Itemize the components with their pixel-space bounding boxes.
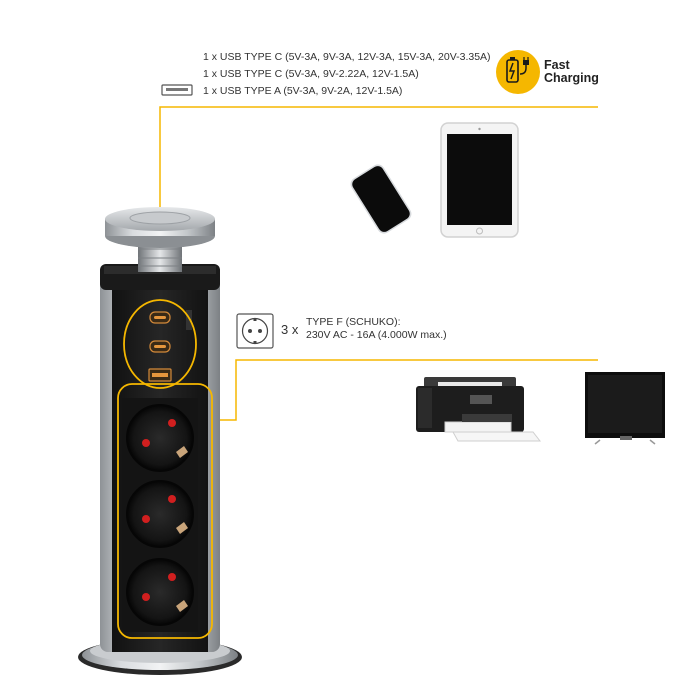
schuko-spec: TYPE F (SCHUKO): 230V AC - 16A (4.000W m…	[306, 316, 447, 342]
smartphone-image	[350, 164, 412, 234]
schuko-spec-line-2: 230V AC - 16A (4.000W max.)	[306, 329, 447, 341]
tablet-image	[440, 122, 519, 238]
schuko-socket-icon	[236, 313, 274, 349]
usb-spec-line-2: 1 x USB TYPE C (5V-3A, 9V-2.22A, 12V-1.5…	[203, 68, 419, 80]
usb-highlight-ring	[123, 299, 197, 389]
power-tower-product	[78, 207, 242, 675]
usb-spec-line-3: 1 x USB TYPE A (5V-3A, 9V-2A, 12V-1.5A)	[203, 85, 403, 97]
schuko-socket-3	[122, 550, 198, 632]
schuko-spec-line-1: TYPE F (SCHUKO):	[306, 316, 401, 328]
usb-a-port-icon	[161, 84, 193, 96]
fast-charging-line-2: Charging	[544, 71, 599, 85]
socket-callout-line	[212, 359, 598, 421]
schuko-socket-1	[122, 398, 198, 476]
fast-charging-label: Fast Charging	[544, 59, 599, 85]
usb-ports-panel	[148, 310, 192, 382]
usb-spec-line-1: 1 x USB TYPE C (5V-3A, 9V-3A, 12V-3A, 15…	[203, 51, 491, 63]
fast-charging-line-1: Fast	[544, 58, 570, 72]
schuko-socket-2	[122, 474, 198, 552]
sockets-highlight-box	[117, 383, 213, 639]
printer-image	[416, 377, 542, 442]
tv-image	[585, 372, 665, 445]
fast-charging-icon	[496, 50, 540, 94]
socket-count: 3 x	[281, 322, 299, 337]
